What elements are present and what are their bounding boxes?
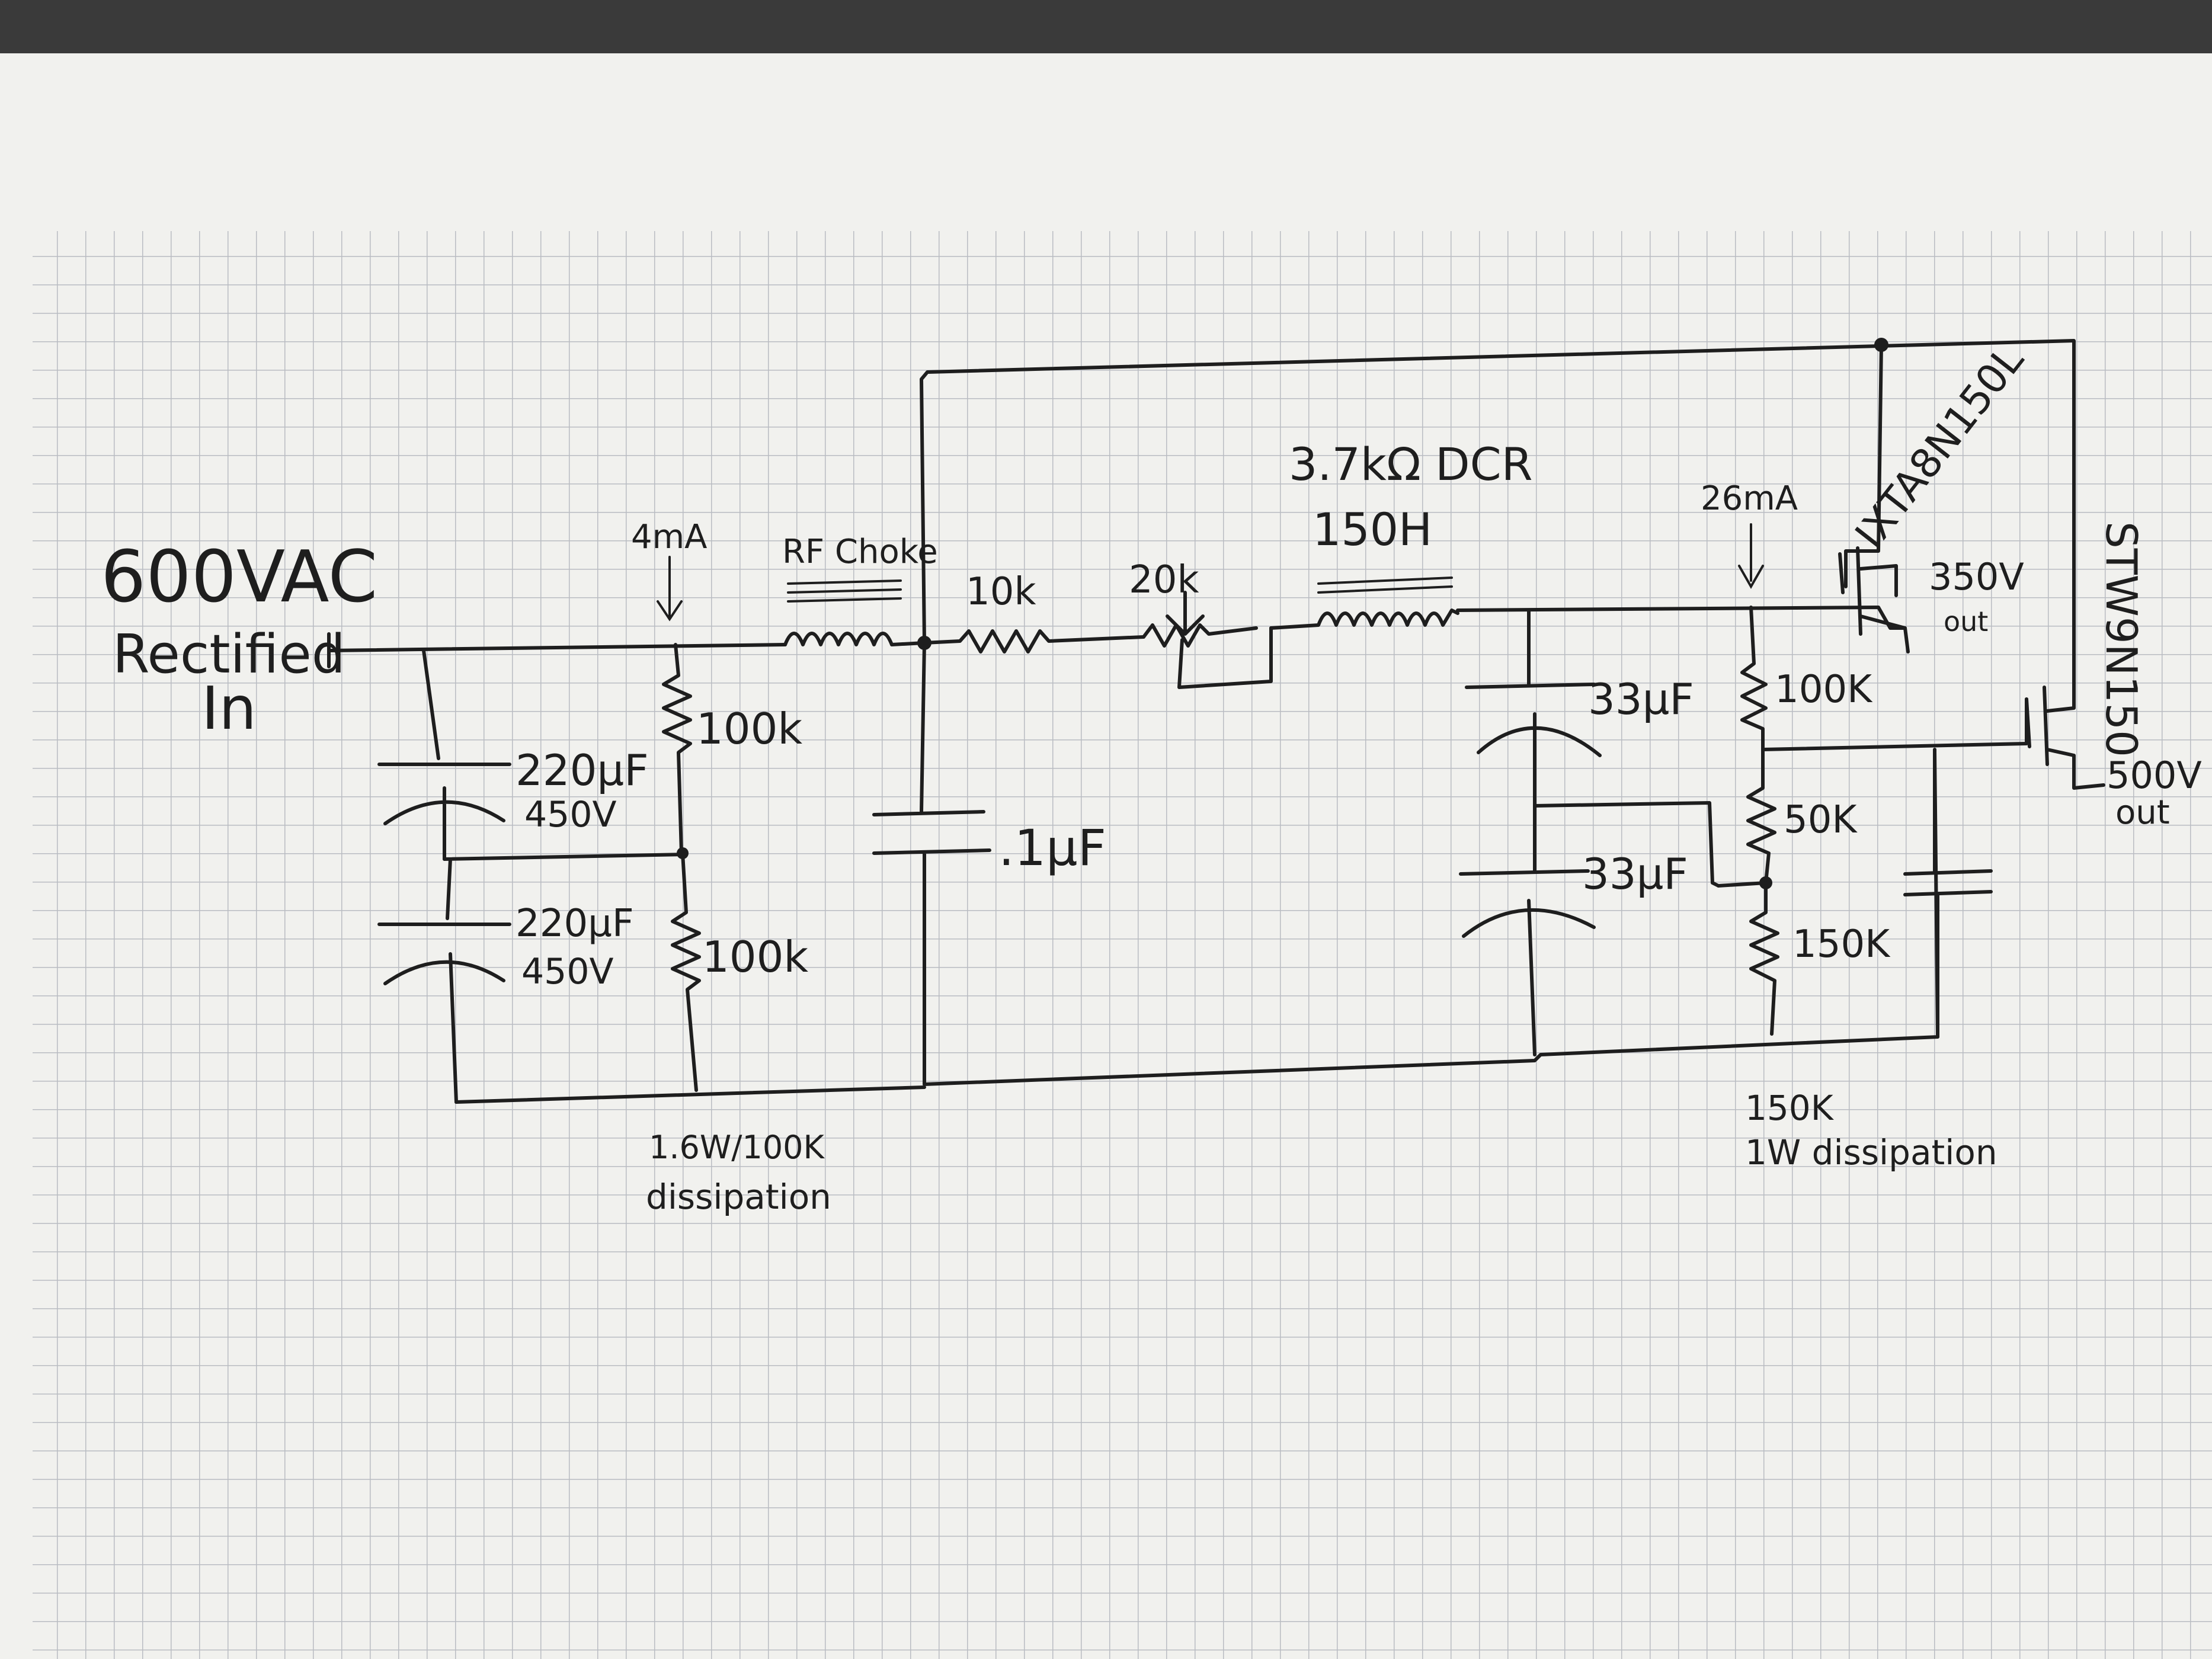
current-left-label: 4mA	[631, 518, 708, 556]
resistor-r4	[1746, 748, 1776, 885]
resistor-r5	[1749, 881, 1779, 1036]
wire-c4-tap	[1717, 881, 1768, 888]
r3-value-label: 100K	[1775, 668, 1873, 712]
r-10k-label: 10k	[966, 570, 1036, 614]
wire-top-left	[327, 643, 787, 652]
input-desc-label-2: In	[201, 674, 257, 743]
capacitor-c2	[377, 857, 511, 1104]
wire-top-loop	[920, 339, 2076, 645]
c01-value-label: .1µF	[998, 819, 1106, 877]
mosfet2-label: STW9N150	[2096, 521, 2146, 757]
input-desc-label-1: Rectified	[113, 623, 345, 686]
wire-top-right	[1456, 606, 1907, 630]
c2-voltage-label: 450V	[521, 951, 614, 992]
out1-voltage-label: 350V	[1929, 555, 2024, 598]
capacitor-out2-leads	[1933, 748, 1939, 1039]
out1-label: out	[1944, 606, 1988, 638]
r4-value-label: 50K	[1784, 798, 1858, 842]
wire-gate-feed	[1844, 343, 1883, 588]
graph-paper	[33, 231, 2212, 1659]
dissipation-left-label-2: dissipation	[646, 1177, 831, 1217]
capacitor-out2	[1903, 869, 1993, 896]
wire-c3-bottom	[1533, 801, 1720, 888]
capacitor-c1	[377, 763, 511, 861]
mosfet1-symbol	[1838, 546, 1910, 654]
inductor-core	[1317, 577, 1453, 594]
inductor-value-label: 150H	[1313, 503, 1432, 556]
rf-choke-core	[787, 579, 902, 603]
rf-choke-coil	[783, 632, 926, 646]
resistor-r3	[1740, 606, 1768, 751]
capacitor-c3	[1465, 683, 1602, 873]
pot-20k-label: 20k	[1129, 558, 1199, 602]
wire-c1-top	[422, 649, 440, 760]
current-right-label: 26mA	[1701, 479, 1798, 518]
out2-voltage-label: 500V	[2107, 754, 2202, 797]
capacitor-c4	[1459, 869, 1596, 1056]
inductor-dcr-label: 3.7kΩ DCR	[1289, 438, 1533, 491]
c1-voltage-label: 450V	[524, 794, 617, 835]
current-right-arrow	[1738, 523, 1764, 590]
resistor-10k	[923, 629, 1145, 654]
capacitor-c01	[872, 641, 991, 1086]
dissipation-right-label-2: 1W dissipation	[1745, 1132, 1997, 1173]
c1-value-label: 220µF	[516, 745, 649, 795]
mosfet2-symbol	[2025, 543, 2105, 790]
potentiometer-20k	[1142, 591, 1273, 689]
c3-value-label: 33µF	[1588, 674, 1694, 724]
rf-choke-label: RF Choke	[782, 533, 938, 571]
dissipation-right-label-1: 150K	[1745, 1088, 1835, 1128]
r5-value-label: 150K	[1792, 923, 1891, 966]
input-voltage-label: 600VAC	[101, 536, 377, 619]
r1-value-label: 100k	[696, 704, 802, 754]
resistor-r1	[662, 643, 692, 855]
c4-value-label: 33µF	[1582, 849, 1688, 899]
wire-ground-left	[454, 1085, 926, 1104]
dissipation-left-label-1: 1.6W/100K	[649, 1129, 825, 1166]
out2-label: out	[2115, 793, 2170, 832]
resistor-r2	[671, 851, 701, 1092]
wire-mid-left	[443, 853, 686, 861]
current-left-arrow	[657, 556, 683, 622]
c2-value-label: 220µF	[516, 902, 634, 946]
inductor-coil	[1269, 608, 1459, 630]
r2-value-label: 100k	[702, 932, 808, 982]
